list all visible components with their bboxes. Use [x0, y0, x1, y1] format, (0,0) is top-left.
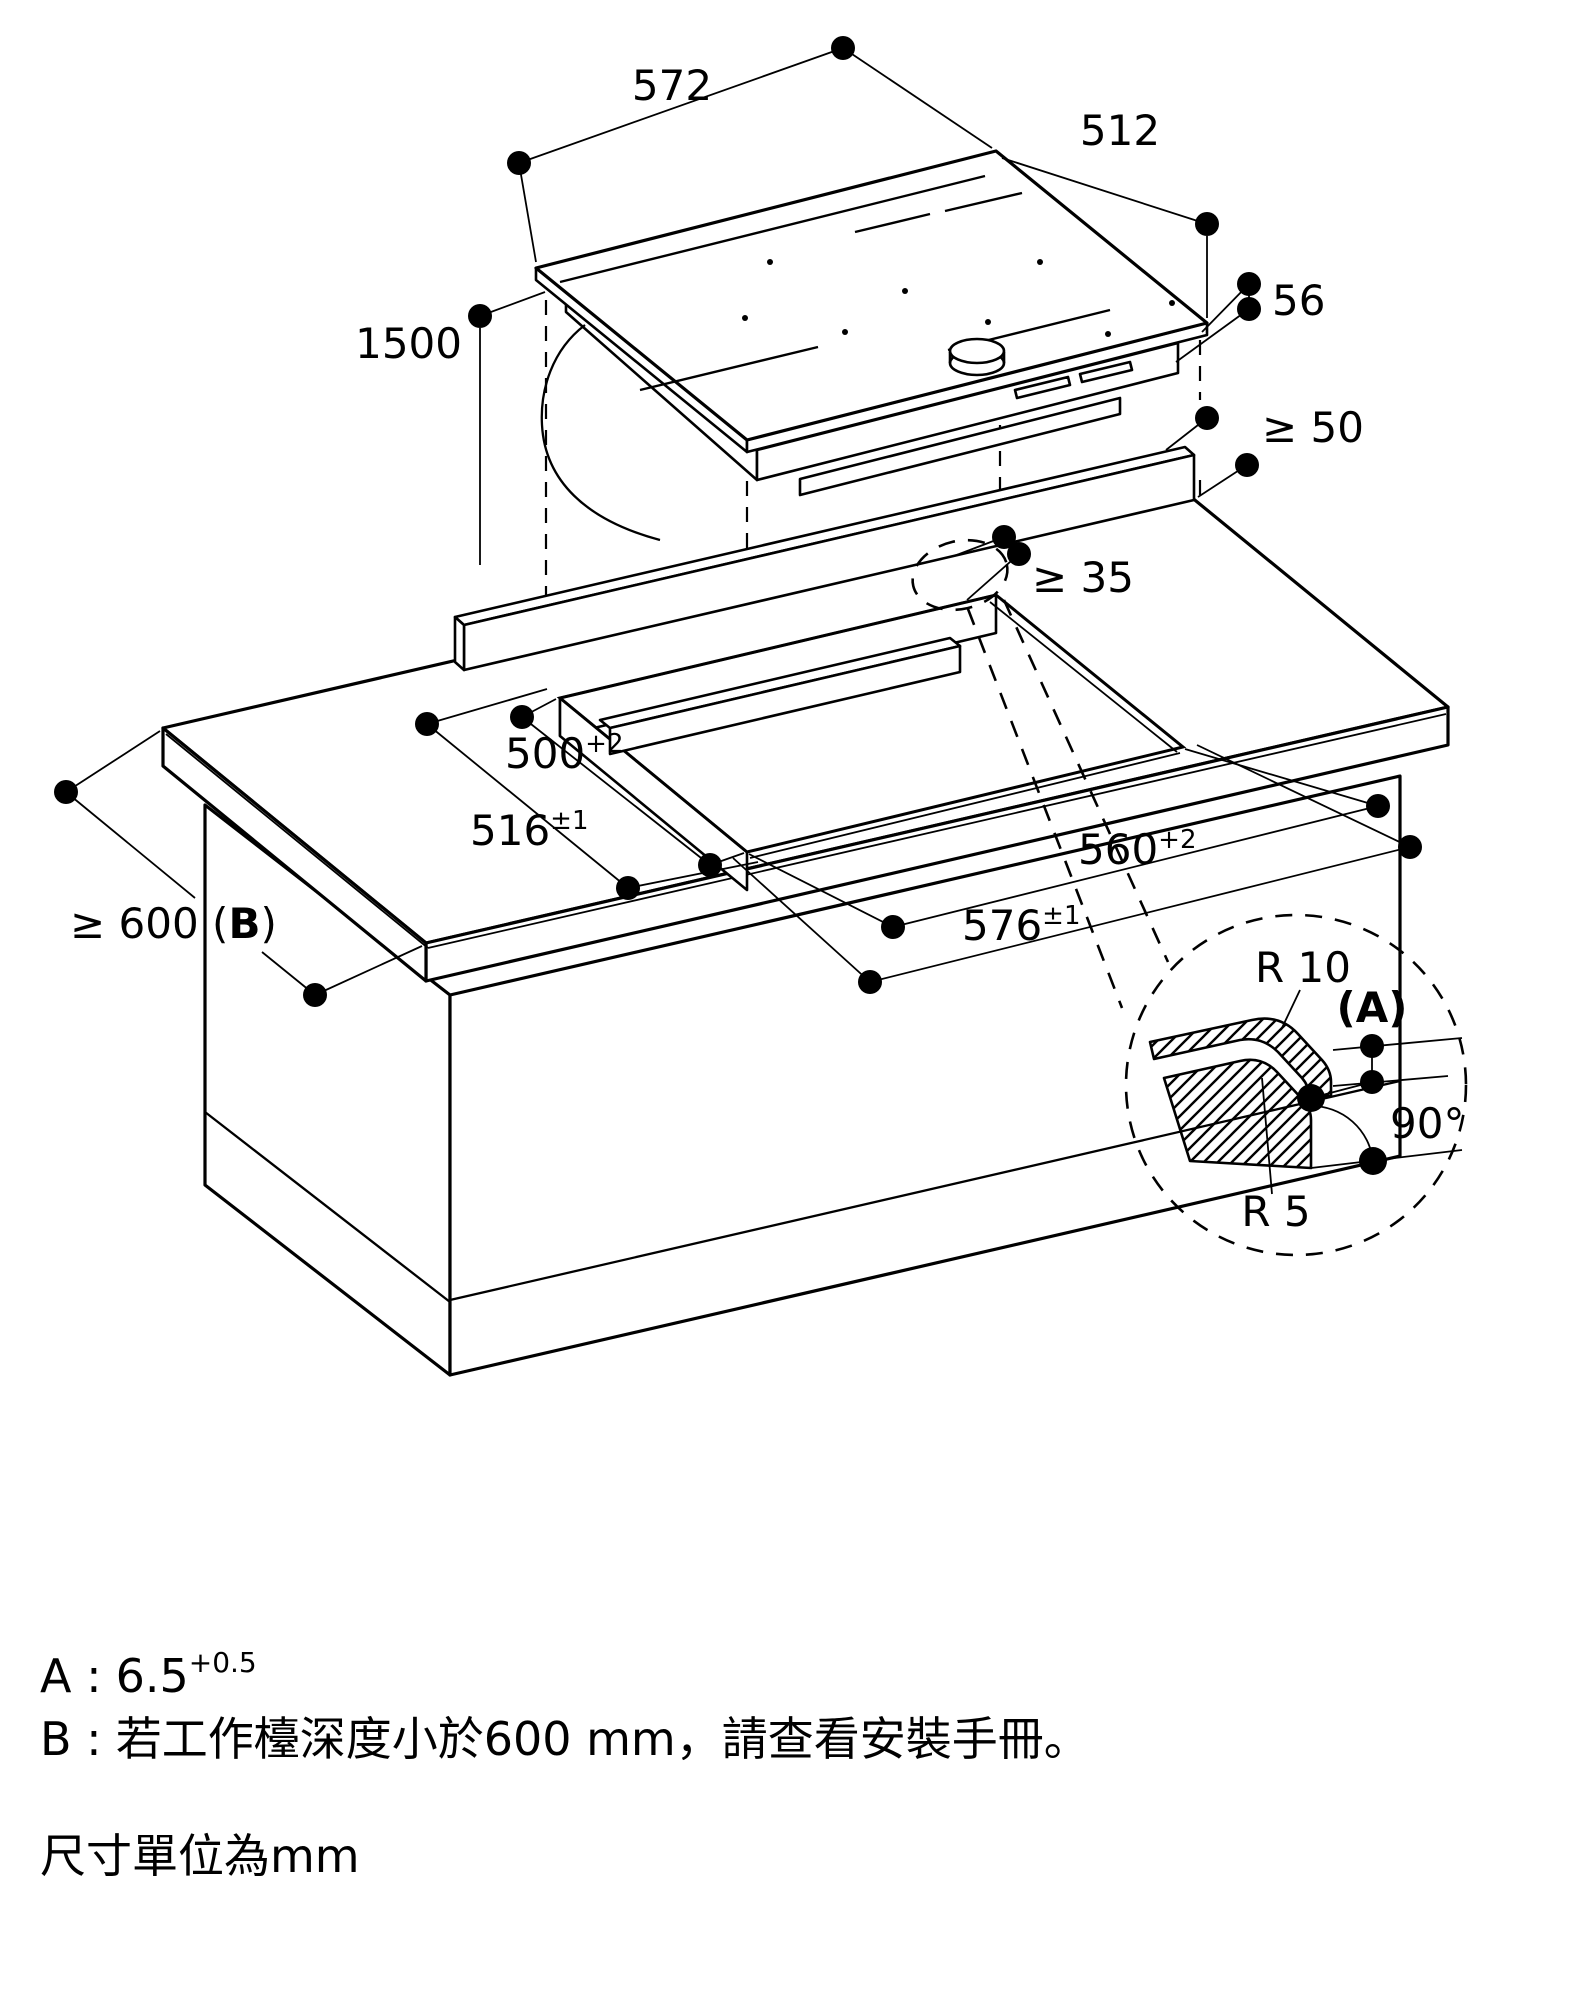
dim-appliance-width-sup: ±1: [1042, 901, 1080, 931]
dim-cutout-depth-sup: +2: [585, 729, 623, 759]
dim-counter-depth-close: ): [260, 899, 276, 948]
dimension-labels: 572 512 1500 56 ≥ 50 ≥ 35 500+2 516±1 56…: [70, 61, 1464, 1236]
detail-callout: [911, 538, 1468, 1257]
note-b: B : 若工作檯深度小於600 mm，請查看安裝手冊。: [40, 1712, 1090, 1766]
detail-ref-a-label: (A): [1337, 983, 1408, 1032]
dim-top-depth-label: 512: [1080, 106, 1160, 155]
dim-cutout-depth-label: 500+2: [505, 729, 624, 778]
dim-cutout-width-base: 560: [1078, 825, 1158, 874]
dim-body-height-label: 56: [1272, 276, 1325, 325]
dim-counter-depth-label: ≥ 600 (B): [70, 899, 277, 948]
mains-cable: [540, 324, 661, 542]
rear-wall-rail: [453, 445, 1196, 672]
note-a: A : 6.5+0.5: [40, 1646, 257, 1703]
dim-appliance-depth-base: 516: [470, 806, 550, 855]
detail-radius-top-label: R 10: [1255, 943, 1351, 992]
countertop: [161, 490, 1450, 983]
cooktop-body-step: [798, 396, 1122, 497]
mounting-bracket: [598, 636, 962, 756]
dim-cable-length-label: 1500: [355, 319, 462, 368]
dim-rail-gap-label: ≥ 35: [1032, 553, 1134, 602]
dim-appliance-width-label: 576±1: [962, 901, 1081, 950]
footnotes: A : 6.5+0.5 B : 若工作檯深度小於600 mm，請查看安裝手冊。 尺寸…: [40, 1646, 1090, 1883]
detail-radius-bottom-label: R 5: [1241, 1187, 1310, 1236]
dim-appliance-depth-label: 516±1: [470, 806, 589, 855]
detail-angle-label: 90°: [1390, 1099, 1464, 1148]
note-units: 尺寸單位為mm: [40, 1829, 360, 1883]
control-knob: [948, 337, 1006, 377]
detail-source-circle: [911, 538, 1009, 612]
note-a-label: A :: [40, 1649, 102, 1703]
note-b-label: B :: [40, 1712, 102, 1766]
detail-zoom-circle: [1124, 913, 1468, 1257]
note-b-text: 若工作檯深度小於600 mm，請查看安裝手冊。: [116, 1712, 1090, 1766]
dim-counter-depth-b: B: [228, 899, 260, 948]
dim-cutout-width-label: 560+2: [1078, 825, 1197, 874]
dim-counter-depth-open: ≥ 600 (: [70, 899, 228, 948]
dim-appliance-width-base: 576: [962, 901, 1042, 950]
note-a-sup: +0.5: [189, 1646, 257, 1679]
dim-cutout-width-sup: +2: [1158, 825, 1196, 855]
dim-appliance-depth-sup: ±1: [550, 806, 588, 836]
dimension-dots: [54, 36, 1422, 1007]
note-a-value: 6.5: [116, 1649, 189, 1703]
dim-rear-clearance-label: ≥ 50: [1262, 403, 1364, 452]
dim-top-width-label: 572: [632, 61, 712, 110]
dim-cutout-depth-base: 500: [505, 729, 585, 778]
worktop-cutout: [556, 593, 1187, 892]
cooktop-glass: [534, 149, 1209, 442]
cooktop: [534, 149, 1209, 542]
